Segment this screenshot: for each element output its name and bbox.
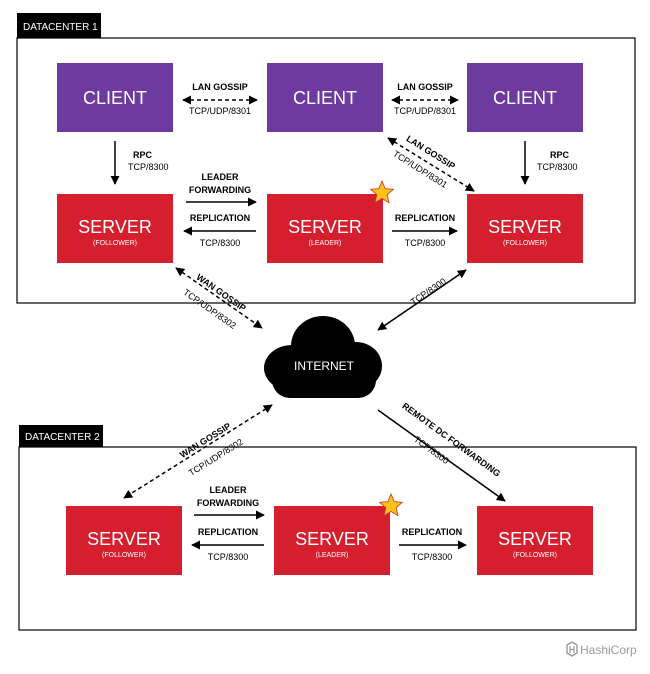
dc1-server-right-label: SERVER (488, 217, 562, 237)
rpc-left-label: RPC (133, 150, 153, 160)
datacenter-1-label: DATACENTER 1 (23, 22, 98, 33)
dc1-server-mid-role: (LEADER) (309, 240, 342, 247)
dc2-server-mid (274, 506, 390, 575)
dc2-replication-right-port: TCP/8300 (412, 552, 453, 562)
dc2-server-mid-role: (LEADER) (316, 552, 349, 559)
dc1-server-right (467, 194, 583, 263)
leader-star-icon (378, 492, 404, 517)
datacenter-1-frame (16, 37, 636, 304)
internet-label: INTERNET (294, 359, 355, 373)
dc2-replication-right-label: REPLICATION (402, 527, 462, 537)
dc1-server-left-role: (FOLLOWER) (93, 240, 137, 247)
lan-gossip-arrow-3 (387, 137, 475, 192)
dc1-server-internet-arrow (377, 269, 467, 331)
dc1-server-right-role: (FOLLOWER) (503, 240, 547, 247)
dc2-replication-left-label: REPLICATION (198, 527, 258, 537)
dc1-client-right (467, 63, 583, 132)
datacenter-2-label: DATACENTER 2 (25, 432, 100, 443)
lan-gossip-1-port: TCP/UDP/8301 (189, 106, 251, 116)
dc1-replication-right-label: REPLICATION (395, 213, 455, 223)
dc1-client-mid-label: CLIENT (293, 88, 357, 108)
dc2-leader-forwarding-label-1: LEADER (209, 485, 247, 495)
dc2-server-left-role: (FOLLOWER) (102, 552, 146, 559)
remote-dc-forwarding-arrow (377, 409, 506, 502)
dc1-server-left-label: SERVER (78, 217, 152, 237)
dc1-server-mid-label: SERVER (288, 217, 362, 237)
rpc-right-port: TCP/8300 (537, 162, 578, 172)
dc2-leader-forwarding-label-2: FORWARDING (197, 498, 259, 508)
datacenter-2-frame (18, 446, 637, 631)
dc1-client-mid (267, 63, 383, 132)
wan-gossip-arrow-dc2 (123, 404, 273, 499)
lan-gossip-1-label: LAN GOSSIP (192, 82, 248, 92)
hashicorp-brand-text: HashiCorp (580, 643, 637, 657)
dc1-client-left (57, 63, 173, 132)
dc1-leader-forwarding-label-2: FORWARDING (189, 185, 251, 195)
dc1-replication-left-port: TCP/8300 (200, 238, 241, 248)
dc1-replication-left-label: REPLICATION (190, 213, 250, 223)
dc1-replication-right-port: TCP/8300 (405, 238, 446, 248)
hashicorp-logo-icon (566, 641, 578, 657)
lan-gossip-2-port: TCP/UDP/8301 (394, 106, 456, 116)
dc2-replication-left-port: TCP/8300 (208, 552, 249, 562)
internet-cloud-icon (264, 316, 382, 398)
datacenter-1-tag (17, 13, 101, 38)
dc2-server-right-label: SERVER (498, 529, 572, 549)
lan-gossip-2-label: LAN GOSSIP (397, 82, 453, 92)
dc2-server-right-role: (FOLLOWER) (513, 552, 557, 559)
dc2-server-mid-label: SERVER (295, 529, 369, 549)
rpc-right-label: RPC (550, 150, 570, 160)
rpc-left-port: TCP/8300 (128, 162, 169, 172)
wan-gossip-arrow-dc1 (175, 267, 263, 329)
dc1-server-internet-port: TCP/8300 (409, 276, 448, 307)
dc2-server-left-label: SERVER (87, 529, 161, 549)
dc1-client-right-label: CLIENT (493, 88, 557, 108)
dc1-client-left-label: CLIENT (83, 88, 147, 108)
dc1-leader-forwarding-label-1: LEADER (201, 172, 239, 182)
dc2-server-right (477, 506, 593, 575)
datacenter-2-tag (19, 425, 103, 447)
dc2-server-left (66, 506, 182, 575)
dc1-server-left (57, 194, 173, 263)
dc1-server-mid (267, 194, 383, 263)
